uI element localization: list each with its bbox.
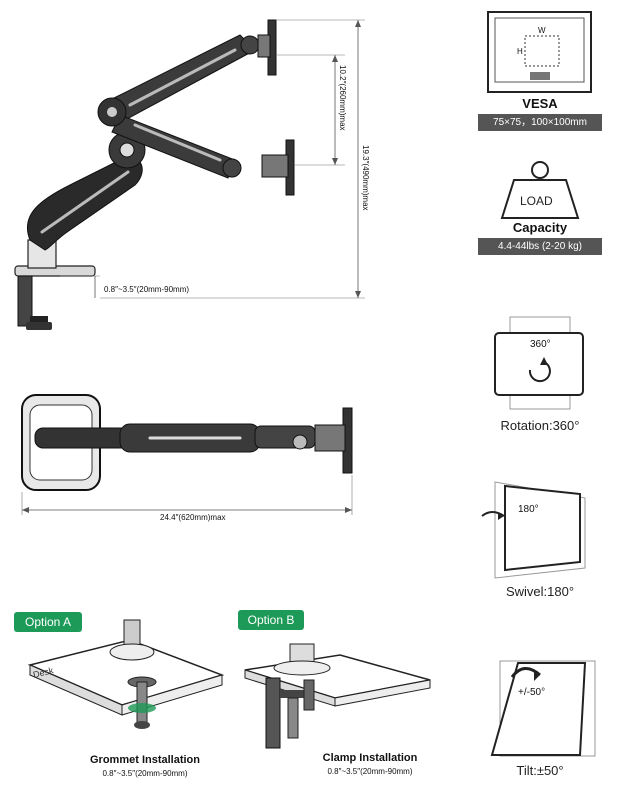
capacity-title: Capacity: [512, 220, 568, 235]
side-view-diagram: 10.2″(260mm)max 19.3″(490mm)max 0.8″~3.5…: [0, 0, 380, 340]
dim-total-height-label: 19.3″(490mm)max: [361, 145, 370, 211]
weight-icon: LOAD: [500, 161, 580, 219]
swivel-caption: Swivel:180°: [505, 584, 575, 599]
dim-total-height: 19.3″(490mm)max: [100, 19, 370, 299]
clamp-body: [17, 275, 33, 327]
tilt-caption: Tilt:±50°: [516, 763, 564, 778]
grommet-diagram: Desk: [20, 619, 230, 755]
dim-arm-height: 10.2″(260mm)max: [277, 54, 347, 166]
clamp-spec: 0.8″~3.5″(20mm-90mm): [327, 767, 413, 776]
rotation-panel: 360° Rotation:360°: [470, 315, 610, 435]
vesa-title: VESA: [522, 96, 558, 111]
vesa-w-label: W: [538, 26, 546, 35]
rotation-illustration: 360°: [494, 316, 584, 410]
upper-arm-bottom-slot: [133, 123, 222, 162]
grommet-svg: Desk: [27, 619, 225, 729]
top-vesa-bracket: [257, 34, 271, 58]
vesa-spec: 75×75，100×100mm: [478, 114, 602, 131]
elbow-joint-cap: [119, 142, 135, 158]
grommet-title: Grommet Installation: [89, 754, 201, 766]
vesa-monitor-illustration: W H: [487, 11, 592, 93]
rotation-degree: 360°: [530, 339, 551, 350]
upper-arm-bottom: [111, 114, 236, 179]
swivel-illustration: 180°: [481, 481, 586, 579]
capacity-spec: 4.4-44lbs (2-20 kg): [478, 238, 602, 255]
dim-arm-height-label: 10.2″(260mm)max: [338, 65, 347, 131]
top-view-knob: [292, 434, 308, 450]
option-a-tag: Option A: [14, 612, 82, 632]
tilt-panel: +/-50° Tilt:±50°: [470, 655, 610, 795]
vesa-h-label: H: [517, 47, 523, 56]
rotation-caption: Rotation:360°: [500, 418, 580, 433]
clamp-diagram: [240, 640, 440, 755]
capacity-panel: LOAD Capacity 4.4-44lbs (2-20 kg): [470, 158, 610, 258]
top-view-vesa-bracket: [314, 424, 346, 452]
bottom-tilt-joint: [222, 158, 242, 178]
desk-label: Desk: [32, 665, 55, 680]
shoulder-joint-cap: [107, 107, 117, 117]
dim-desk-thickness-label: 0.8″~3.5″(20mm-90mm): [104, 285, 189, 294]
dim-desk-thickness: 0.8″~3.5″(20mm-90mm): [60, 275, 189, 298]
dim-reach-label: 24.4″(620mm)max: [160, 513, 226, 522]
swivel-degree: 180°: [518, 504, 539, 515]
tilt-degree: +/-50°: [518, 687, 545, 698]
clamp-knob: [26, 322, 52, 330]
load-label: LOAD: [520, 194, 553, 208]
swivel-panel: 180° Swivel:180°: [470, 478, 610, 603]
top-view-diagram: 24.4″(620mm)max: [0, 380, 380, 530]
upper-arm-top-slot: [128, 48, 237, 107]
clamp-screw: [30, 316, 48, 322]
top-view-svg: 24.4″(620mm)max: [21, 394, 353, 522]
side-view-svg: 10.2″(260mm)max 19.3″(490mm)max 0.8″~3.5…: [14, 19, 370, 330]
bottom-vesa-bracket: [261, 154, 289, 178]
grommet-spec: 0.8″~3.5″(20mm-90mm): [102, 769, 188, 778]
clamp-title: Clamp Installation: [322, 752, 418, 764]
top-tilt-joint: [240, 35, 260, 55]
clamp-svg: [244, 643, 431, 749]
tilt-illustration: +/-50°: [490, 660, 596, 757]
vesa-panel: W H VESA 75×75，100×100mm: [470, 8, 610, 133]
lower-arm-slot: [40, 170, 130, 234]
option-b-tag: Option B: [238, 610, 304, 630]
